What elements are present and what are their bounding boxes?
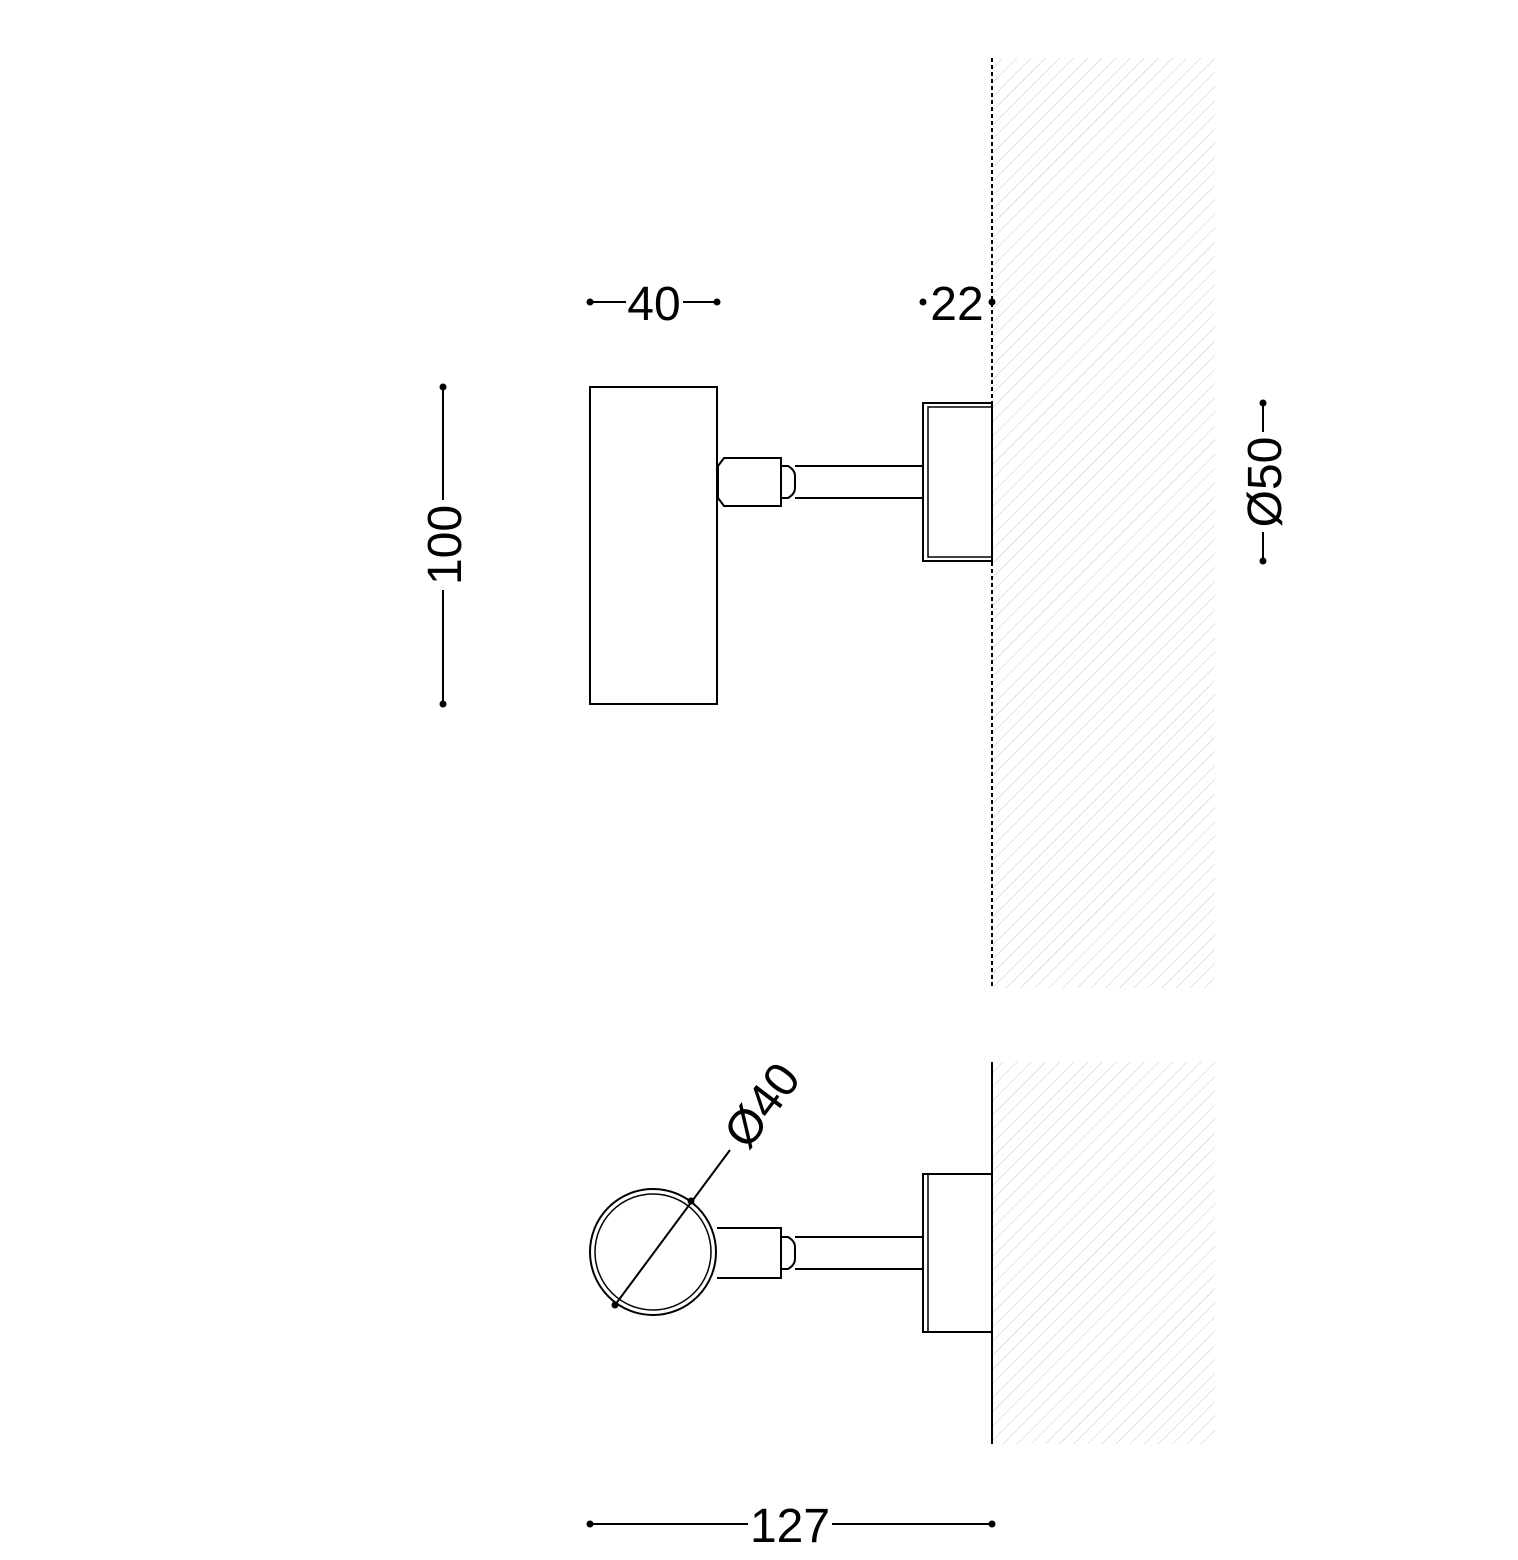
joint-block-side (717, 457, 782, 507)
joint-block-top (717, 1227, 782, 1279)
dimension-label-canopy-depth: 22 (930, 278, 983, 331)
wall-hatch-bottom (993, 1062, 1215, 1444)
dimension-canopy-diameter: Ø50 (1239, 399, 1292, 565)
joint-notch-side (781, 465, 796, 499)
lamp-head-outer-circle (589, 1188, 717, 1316)
dimension-canopy-depth: 22 (919, 278, 996, 331)
dimension-total-projection: 127 (586, 1500, 996, 1553)
dimension-label-head-diameter: Ø40 (714, 1053, 811, 1157)
dimension-label-head-width: 40 (627, 278, 680, 331)
dimension-label-total-projection: 127 (750, 1500, 830, 1553)
lamp-head-inner-circle (594, 1193, 712, 1311)
canopy-top (922, 1173, 993, 1333)
dimension-label-canopy-diameter: Ø50 (1239, 437, 1292, 528)
dimension-label-head-height: 100 (419, 505, 472, 585)
wall-hatch-top (993, 58, 1215, 988)
lamp-head-side (589, 386, 718, 705)
dimension-head-width: 40 (586, 278, 721, 331)
canopy-side (922, 402, 993, 562)
top-view (589, 1062, 1215, 1444)
joint-notch-top (781, 1236, 796, 1270)
dimension-head-height: 100 (419, 383, 472, 708)
side-view (589, 58, 1215, 988)
canopy-side-inner (927, 406, 993, 558)
